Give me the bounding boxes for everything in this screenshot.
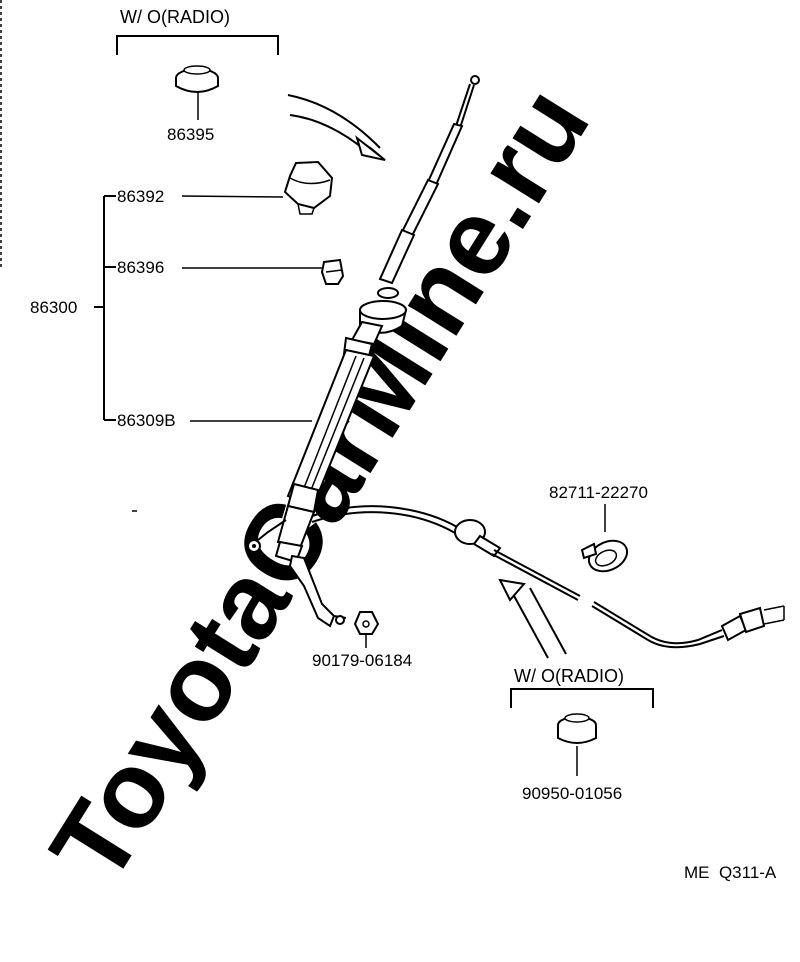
grommet-90950 bbox=[557, 713, 597, 744]
nut-90179 bbox=[353, 611, 380, 635]
grommet-86395 bbox=[175, 65, 219, 93]
label-86309B: 86309B bbox=[117, 411, 176, 430]
label-86396: 86396 bbox=[117, 258, 164, 277]
mount-bracket bbox=[288, 554, 347, 628]
label-86392: 86392 bbox=[117, 187, 164, 206]
insert-arrow-bottom bbox=[498, 578, 567, 659]
label-90179: 90179-06184 bbox=[312, 651, 412, 670]
leader-86392 bbox=[181, 195, 284, 198]
label-90950: 90950-01056 bbox=[522, 784, 622, 803]
ground-lead bbox=[247, 519, 287, 553]
assembly-bracket bbox=[94, 195, 116, 421]
header-bottom-bracket bbox=[510, 688, 654, 708]
header-bottom: W/ O(RADIO) bbox=[514, 666, 624, 686]
antenna-cable bbox=[311, 505, 785, 649]
clamp-82711 bbox=[580, 539, 629, 573]
antenna-mast bbox=[274, 75, 480, 564]
label-86395: 86395 bbox=[167, 125, 214, 144]
label-82711: 82711-22270 bbox=[549, 483, 648, 502]
diagram-code: ME Q311-A bbox=[684, 863, 777, 882]
bezel-86392 bbox=[283, 160, 334, 215]
header-top: W/ O(RADIO) bbox=[120, 7, 230, 27]
header-top-bracket bbox=[116, 35, 279, 55]
insert-arrow-top bbox=[287, 94, 386, 161]
label-86300: 86300 bbox=[30, 298, 77, 317]
nut-86396 bbox=[320, 258, 345, 285]
